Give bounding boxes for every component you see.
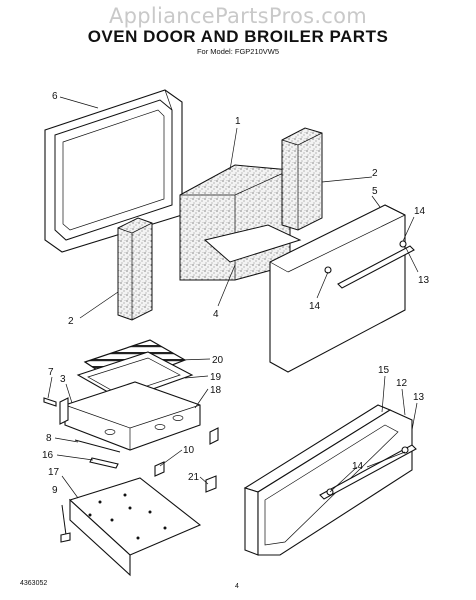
callout-4: 4	[213, 309, 219, 320]
drawer-slides	[43, 397, 121, 469]
callout-5: 5	[372, 186, 378, 197]
callout-17: 17	[48, 467, 60, 478]
watermark: AppliancePartsPros.com	[108, 4, 368, 28]
door-handle	[324, 240, 415, 289]
page-title: OVEN DOOR AND BROILER PARTS	[87, 27, 389, 46]
broiler-door	[243, 404, 413, 556]
callout-18: 18	[210, 385, 222, 396]
callout-13: 13	[418, 275, 430, 286]
callout-1: 1	[235, 116, 241, 127]
callout-14: 14	[414, 206, 426, 217]
callout-2: 2	[372, 168, 378, 179]
callout-2-lower: 2	[68, 316, 74, 327]
drawing-code: 4363052	[20, 580, 47, 587]
callout-labels: 6 1 2 5 14 13 14 4 2 20 19 18 7 3 15 12 …	[42, 91, 430, 496]
callout-19: 19	[210, 372, 222, 383]
broiler-drawer-box	[59, 381, 201, 451]
insulation-strip-lower	[117, 217, 153, 321]
callout-9: 9	[52, 485, 58, 496]
callout-7: 7	[48, 367, 54, 378]
callout-21: 21	[188, 472, 200, 483]
outer-door-panel	[269, 204, 406, 373]
callout-14-broiler: 14	[352, 461, 364, 472]
insulation-strip-upper	[281, 127, 323, 231]
callout-6: 6	[52, 91, 58, 102]
callout-13-lower: 13	[413, 392, 425, 403]
callout-20: 20	[212, 355, 224, 366]
callout-3: 3	[60, 374, 66, 385]
callout-16: 16	[42, 450, 54, 461]
small-brackets	[154, 427, 219, 493]
inner-door-panel	[44, 89, 183, 253]
callout-10: 10	[183, 445, 195, 456]
leader-lines	[47, 96, 419, 499]
broiler-drawer-panel	[68, 477, 202, 577]
screw	[60, 504, 71, 543]
callout-12: 12	[396, 378, 408, 389]
model-subtitle: For Model: FGP210VW5	[196, 47, 280, 56]
callout-14-lower: 14	[309, 301, 321, 312]
page-number: 4	[235, 583, 239, 590]
callout-8: 8	[46, 433, 52, 444]
callout-15: 15	[378, 365, 390, 376]
